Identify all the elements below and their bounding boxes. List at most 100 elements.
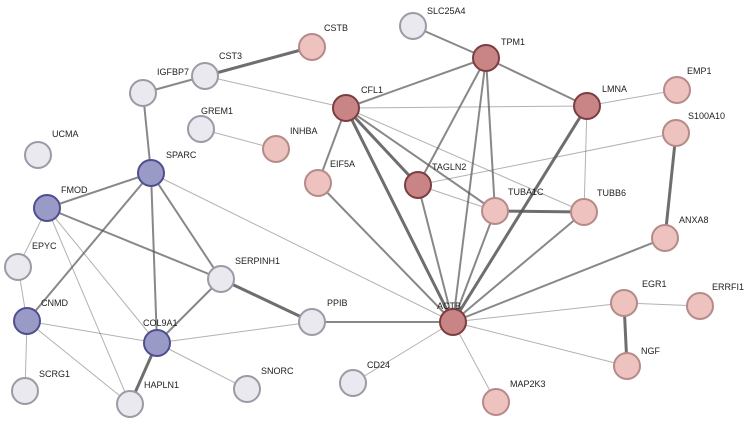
node-map2k3[interactable]: MAP2K3 [482, 379, 546, 416]
node-circle-fmod[interactable] [33, 194, 61, 222]
node-circle-hapln1[interactable] [116, 390, 144, 418]
edge-lmna-tubb6 [583, 105, 588, 213]
node-circle-cd24[interactable] [339, 369, 367, 397]
node-label-tpm1: TPM1 [501, 37, 525, 47]
node-inhba[interactable]: INHBA [262, 126, 318, 163]
node-circle-slc25a4[interactable] [399, 12, 427, 40]
node-circle-igfbp7[interactable] [129, 79, 157, 107]
node-label-emp1: EMP1 [687, 66, 712, 76]
node-anxa8[interactable]: ANXA8 [651, 215, 709, 252]
node-col9a1[interactable]: COL9A1 [143, 318, 178, 357]
node-label-slc25a4: SLC25A4 [427, 6, 466, 16]
node-circle-tuba1c[interactable] [481, 197, 509, 225]
node-circle-epyc[interactable] [4, 253, 32, 281]
node-circle-cnmd[interactable] [13, 307, 41, 335]
node-cd24[interactable]: CD24 [339, 360, 390, 397]
node-cnmd[interactable]: CNMD [13, 298, 68, 335]
edge-cfl1-tuba1c [345, 107, 496, 212]
node-circle-ppib[interactable] [298, 308, 326, 336]
edge-tpm1-lmna [485, 57, 588, 107]
node-label-sparc: SPARC [166, 150, 197, 160]
node-label-tuba1c: TUBA1C [508, 187, 544, 197]
edge-cfl1-actb [344, 107, 455, 323]
node-circle-col9a1[interactable] [143, 329, 171, 357]
node-circle-s100a10[interactable] [662, 119, 690, 147]
node-ucma[interactable]: UCMA [24, 129, 79, 169]
node-circle-tagln2[interactable] [404, 171, 432, 199]
node-tpm1[interactable]: TPM1 [472, 37, 525, 72]
node-label-lmna: LMNA [602, 84, 627, 94]
node-actb[interactable]: ACTB [437, 301, 467, 336]
node-circle-cstb[interactable] [298, 33, 326, 61]
edge-serpinh1-col9a1 [156, 278, 222, 344]
node-tuba1c[interactable]: TUBA1C [481, 187, 544, 225]
node-label-grem1: GREM1 [201, 106, 233, 116]
node-scrg1[interactable]: SCRG1 [11, 369, 70, 405]
node-circle-map2k3[interactable] [482, 388, 510, 416]
node-label-anxa8: ANXA8 [679, 215, 709, 225]
node-tagln2[interactable]: TAGLN2 [404, 162, 466, 199]
edge-sparc-serpinh1 [150, 172, 222, 280]
node-slc25a4[interactable]: SLC25A4 [399, 6, 466, 40]
edge-actb-egr1 [452, 302, 625, 323]
node-label-serpinh1: SERPINH1 [235, 256, 280, 266]
node-cfl1[interactable]: CFL1 [332, 85, 383, 122]
node-ppib[interactable]: PPIB [298, 298, 348, 336]
edge-cfl1-lmna [345, 105, 588, 109]
node-fmod[interactable]: FMOD [33, 185, 88, 222]
node-circle-lmna[interactable] [573, 92, 601, 120]
node-circle-cfl1[interactable] [332, 94, 360, 122]
node-circle-cst3[interactable] [191, 62, 219, 90]
node-circle-snorc[interactable] [233, 375, 261, 403]
node-s100a10[interactable]: S100A10 [662, 111, 725, 147]
node-circle-serpinh1[interactable] [207, 265, 235, 293]
node-circle-ucma[interactable] [24, 141, 52, 169]
node-circle-anxa8[interactable] [651, 224, 679, 252]
node-circle-tpm1[interactable] [472, 44, 500, 72]
node-egr1[interactable]: EGR1 [610, 279, 667, 317]
node-serpinh1[interactable]: SERPINH1 [207, 256, 280, 293]
node-label-igfbp7: IGFBP7 [157, 67, 189, 77]
node-eif5a[interactable]: EIF5A [304, 159, 355, 197]
node-snorc[interactable]: SNORC [233, 366, 294, 403]
node-circle-tubb6[interactable] [570, 198, 598, 226]
edge-actb-ngf [452, 321, 628, 367]
edge-serpinh1-ppib [220, 277, 313, 324]
node-circle-egr1[interactable] [610, 289, 638, 317]
node-igfbp7[interactable]: IGFBP7 [129, 67, 189, 107]
edge-tpm1-tuba1c [485, 57, 496, 212]
node-circle-eif5a[interactable] [304, 169, 332, 197]
node-circle-grem1[interactable] [187, 115, 215, 143]
node-lmna[interactable]: LMNA [573, 84, 627, 120]
node-label-cnmd: CNMD [41, 298, 68, 308]
node-label-s100a10: S100A10 [688, 111, 725, 121]
node-circle-sparc[interactable] [137, 159, 165, 187]
edge-lmna-actb [451, 105, 589, 323]
node-label-cfl1: CFL1 [361, 85, 383, 95]
node-cstb[interactable]: CSTB [298, 23, 348, 61]
node-circle-ngf[interactable] [613, 352, 641, 380]
edge-s100a10-anxa8 [663, 132, 678, 239]
node-circle-actb[interactable] [439, 308, 467, 336]
node-label-cstb: CSTB [324, 23, 348, 33]
node-tubb6[interactable]: TUBB6 [570, 188, 626, 226]
node-circle-emp1[interactable] [663, 76, 691, 104]
node-epyc[interactable]: EPYC [4, 241, 57, 281]
edge-sparc-cnmd [26, 172, 152, 322]
node-hapln1[interactable]: HAPLN1 [116, 380, 179, 418]
node-grem1[interactable]: GREM1 [187, 106, 233, 143]
node-label-inhba: INHBA [290, 126, 318, 136]
node-ngf[interactable]: NGF [613, 346, 661, 380]
node-circle-errfi1[interactable] [686, 292, 714, 320]
node-emp1[interactable]: EMP1 [663, 66, 712, 104]
edge-fmod-col9a1 [46, 207, 158, 344]
node-cst3[interactable]: CST3 [191, 51, 242, 90]
node-errfi1[interactable]: ERRFI1 [686, 282, 744, 320]
edge-tubb6-actb [452, 211, 585, 323]
node-circle-inhba[interactable] [262, 135, 290, 163]
node-circle-scrg1[interactable] [11, 377, 39, 405]
node-label-ppib: PPIB [327, 298, 348, 308]
node-label-ucma: UCMA [52, 129, 79, 139]
node-sparc[interactable]: SPARC [137, 150, 197, 187]
